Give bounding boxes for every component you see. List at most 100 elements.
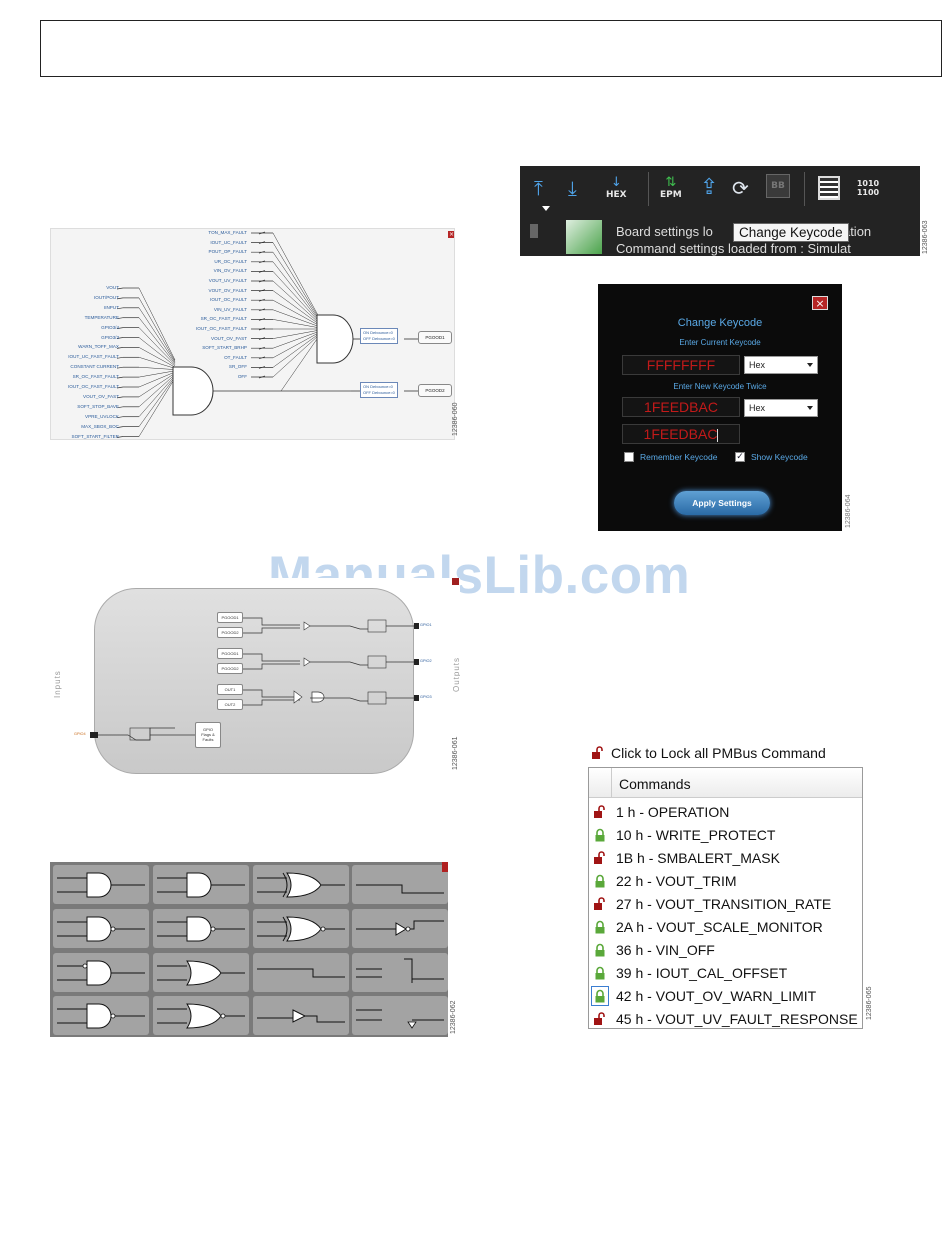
fan-in-wire xyxy=(138,297,176,362)
close-button[interactable]: × xyxy=(812,296,828,310)
command-row[interactable]: 42 h - VOUT_OV_WARN_LIMIT xyxy=(589,985,862,1007)
inverter-bubble xyxy=(320,926,326,932)
command-row[interactable]: 1 h - OPERATION xyxy=(589,801,862,823)
new-format-select[interactable]: Hex xyxy=(744,399,818,417)
lock-icon[interactable] xyxy=(589,966,611,980)
top-input-label: POUT_OP_FAULT xyxy=(208,249,247,255)
lock-icon[interactable] xyxy=(589,874,611,888)
commands-column-header: Commands xyxy=(589,768,862,798)
or-gate xyxy=(286,872,322,898)
lock-icon[interactable] xyxy=(589,828,611,842)
current-format-select[interactable]: Hex xyxy=(744,356,818,374)
status-line-2: Command settings loaded from : Simulat xyxy=(616,241,851,256)
input-wire xyxy=(243,699,300,706)
gpio-logic-panel: Inputs PGOOD1 PGOOD2 PGOOD1 PGOOD2 OUT1 … xyxy=(50,578,460,780)
buffer-gate xyxy=(395,922,407,936)
fan-in-wire xyxy=(272,309,320,327)
command-label: 42 h - VOUT_OV_WARN_LIMIT xyxy=(616,988,817,1004)
epm-button[interactable]: ⇅ EPM xyxy=(660,170,682,206)
command-label: 36 h - VIN_OFF xyxy=(616,942,715,958)
download-button[interactable]: ⤓ xyxy=(568,170,577,206)
show-keycode-checkbox[interactable]: ✓ xyxy=(735,452,745,462)
delay-block xyxy=(367,691,387,705)
figure-number: 12386-062 xyxy=(450,1000,457,1034)
fan-in-wire xyxy=(138,370,176,378)
left-input-label: SOFT_STOP_BAVE xyxy=(77,403,119,409)
fan-in-wire xyxy=(272,334,320,378)
on-debounce-label: ON Debounce=0 xyxy=(363,384,393,389)
apply-settings-button[interactable]: Apply Settings xyxy=(674,491,770,515)
epm-arrows-icon: ⇅ xyxy=(665,175,677,190)
fan-in-wire xyxy=(138,307,176,363)
hex-button[interactable]: ↓ HEX xyxy=(606,170,627,206)
toolbar-divider xyxy=(804,172,805,206)
command-row[interactable]: 22 h - VOUT_TRIM xyxy=(589,870,862,892)
close-icon[interactable] xyxy=(442,862,448,872)
fan-in-wire xyxy=(138,317,176,364)
left-input-label: VPRE_UVLOCK xyxy=(85,413,119,419)
upload-button[interactable]: ⤒ xyxy=(534,170,543,206)
gate-palette-cells xyxy=(53,865,448,1035)
lock-icon[interactable] xyxy=(589,920,611,934)
dropdown-caret-icon[interactable] xyxy=(542,206,550,211)
fan-in-wire xyxy=(272,290,320,325)
program-button[interactable]: ⇪ xyxy=(700,170,718,206)
switch-contact xyxy=(116,376,124,379)
left-input-label: GPIO3/4 xyxy=(101,324,119,330)
current-keycode-input[interactable]: FFFFFFFF xyxy=(622,355,740,375)
command-row[interactable]: 45 h - VOUT_UV_FAULT_RESPONSE xyxy=(589,1008,862,1028)
top-input-label: SOFT_START_BRHP xyxy=(202,345,247,351)
debounce-box-1: ON Debounce=0 OFF Debounce=0 xyxy=(360,328,398,344)
bb-button[interactable]: BB xyxy=(766,174,790,198)
fan-in-wire xyxy=(138,376,176,427)
close-icon[interactable]: × xyxy=(448,231,455,238)
lock-icon[interactable] xyxy=(589,989,611,1003)
unlock-icon[interactable] xyxy=(589,851,611,865)
program-icon: ⇪ xyxy=(700,175,719,200)
command-row[interactable]: 2A h - VOUT_SCALE_MONITOR xyxy=(589,916,862,938)
fan-in-wire xyxy=(138,377,176,437)
command-row[interactable]: 10 h - WRITE_PROTECT xyxy=(589,824,862,846)
and-gate xyxy=(86,1003,112,1029)
input-wire xyxy=(243,653,300,662)
inverter-bubble xyxy=(210,926,216,932)
switch-contact xyxy=(258,241,266,244)
lock-icon[interactable] xyxy=(589,943,611,957)
close-icon[interactable] xyxy=(452,578,459,585)
change-keycode-button[interactable]: ⟳ xyxy=(732,170,749,206)
change-keycode-dialog: × Change Keycode Enter Current Keycode F… xyxy=(598,284,852,531)
gpio-panel-body xyxy=(94,588,414,774)
unlock-icon[interactable] xyxy=(589,1012,611,1026)
new-keycode-label: Enter New Keycode Twice xyxy=(673,382,767,391)
command-row[interactable]: 36 h - VIN_OFF xyxy=(589,939,862,961)
remember-keycode-checkbox[interactable] xyxy=(624,452,634,462)
lock-all-commands-button[interactable]: Click to Lock all PMBus Command xyxy=(591,745,826,761)
command-label: 2A h - VOUT_SCALE_MONITOR xyxy=(616,919,823,935)
unlock-icon[interactable] xyxy=(589,805,611,819)
fan-in-wire xyxy=(138,374,176,407)
left-input-label: SR_OC_FAST_FAULT xyxy=(72,374,119,380)
dialog-title: Change Keycode xyxy=(677,317,763,329)
inverter-bubble xyxy=(405,926,411,932)
fan-in-wire xyxy=(272,319,320,329)
fan-in-wire xyxy=(138,366,176,370)
fan-in-wire xyxy=(272,331,320,349)
top-input-label: IOUT_UC_FAULT xyxy=(210,239,247,245)
command-row[interactable]: 1B h - SMBALERT_MASK xyxy=(589,847,862,869)
fan-in-wire xyxy=(272,271,320,322)
confirm-keycode-input[interactable]: 1FEEDBAC xyxy=(622,424,740,444)
command-row[interactable]: 39 h - IOUT_CAL_OFFSET xyxy=(589,962,862,984)
switch-contact xyxy=(258,337,266,340)
command-row[interactable]: 27 h - VOUT_TRANSITION_RATE xyxy=(589,893,862,915)
switch-contact xyxy=(116,347,124,349)
fan-in-wire xyxy=(272,280,320,324)
buffer-gate xyxy=(303,657,311,667)
new-keycode-input[interactable]: 1FEEDBAC xyxy=(622,397,740,417)
remember-keycode-label: Remember Keycode xyxy=(640,452,718,462)
switch-contact xyxy=(116,436,124,438)
calculator-button[interactable] xyxy=(818,170,840,206)
binary-button[interactable]: 1010 1100 xyxy=(854,170,882,206)
output-pin xyxy=(414,623,419,629)
unlock-icon[interactable] xyxy=(589,897,611,911)
